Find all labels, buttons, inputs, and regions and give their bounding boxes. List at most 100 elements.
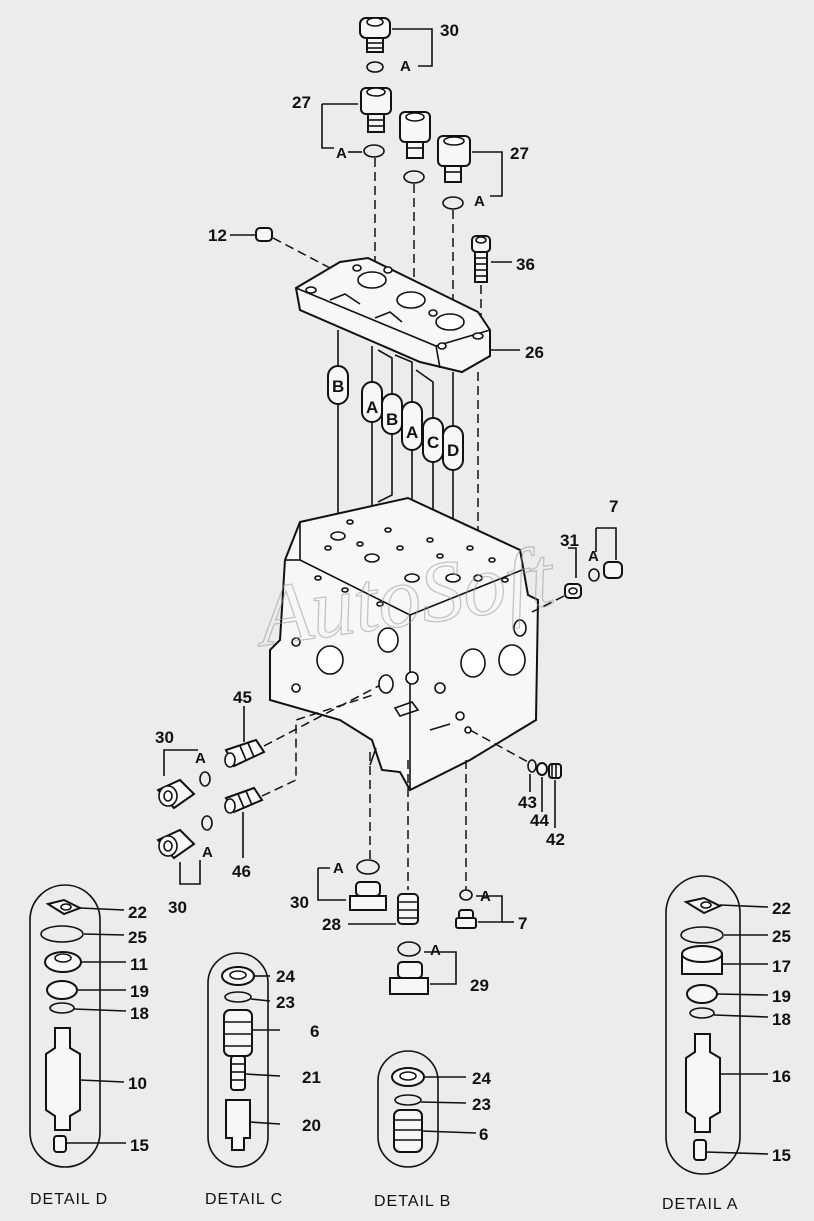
label-c-24: 24 — [276, 967, 295, 986]
capsule-label-c: C — [427, 433, 439, 452]
leader-30-top — [392, 28, 433, 67]
spool-46 — [224, 786, 264, 814]
label-c-23: 23 — [276, 993, 295, 1012]
label-46: 46 — [232, 862, 251, 881]
capsule-label-a1: A — [366, 398, 378, 417]
label-b-6: 6 — [479, 1125, 488, 1144]
label-45: 45 — [233, 688, 252, 707]
plug-7-bottom — [455, 909, 477, 929]
plug-7-right — [603, 561, 623, 579]
detail-b-group — [377, 1050, 439, 1168]
label-a-19: 19 — [772, 987, 791, 1006]
o-ring-30-left-lower — [201, 815, 213, 831]
label-d-22: 22 — [128, 903, 147, 922]
label-d-19: 19 — [130, 982, 149, 1001]
o-ring-7-bottom — [459, 889, 473, 901]
capsule-label-d: D — [447, 441, 459, 460]
label-d-15: 15 — [130, 1136, 149, 1155]
o-ring-29 — [397, 941, 421, 957]
label-30-left: 30 — [155, 728, 174, 747]
label-d-25: 25 — [128, 928, 147, 947]
plug-27-left — [360, 87, 392, 133]
label-c-21: 21 — [302, 1068, 321, 1087]
o-ring-27-right — [442, 196, 464, 210]
callout-a-8: A — [430, 942, 441, 959]
label-a-18: 18 — [772, 1010, 791, 1029]
o-ring-30-left-upper — [199, 771, 211, 787]
valve-body — [269, 496, 540, 792]
label-d-11: 11 — [130, 955, 148, 974]
callout-a-6: A — [202, 844, 213, 861]
label-30-bottom: 30 — [290, 893, 309, 912]
label-c-6: 6 — [310, 1022, 319, 1041]
o-ring-43 — [527, 759, 537, 773]
passage-connectors — [327, 330, 479, 575]
label-b-24: 24 — [472, 1069, 491, 1088]
spool-28 — [397, 893, 419, 925]
callout-a-7: A — [333, 860, 344, 877]
label-27-right: 27 — [510, 144, 529, 163]
label-a-17: 17 — [772, 957, 791, 976]
label-43: 43 — [518, 793, 537, 812]
o-ring-center — [403, 170, 425, 184]
plug-12 — [255, 227, 273, 242]
plug-27-right — [437, 135, 471, 183]
detail-d-caption: DETAIL D — [30, 1191, 108, 1208]
leader-27-right — [472, 151, 503, 197]
plug-30-left-lower — [156, 828, 196, 860]
label-42: 42 — [546, 830, 565, 849]
spool-45 — [224, 738, 266, 768]
capsule-label-b2: B — [386, 410, 398, 429]
leader-27-left — [321, 104, 334, 149]
label-d-10: 10 — [128, 1074, 147, 1093]
label-7-right: 7 — [609, 497, 618, 516]
plug-42 — [548, 763, 562, 779]
callout-a-4: A — [588, 548, 599, 565]
label-12: 12 — [208, 226, 227, 245]
label-28: 28 — [322, 915, 341, 934]
plug-31 — [564, 583, 582, 599]
callout-a-1: A — [400, 58, 411, 75]
washer-44 — [536, 762, 548, 776]
capsule-label-a2: A — [406, 423, 418, 442]
detail-a-group — [665, 875, 741, 1175]
label-a-15: 15 — [772, 1146, 791, 1165]
o-ring-30-bottom — [356, 859, 380, 875]
plug-27-center — [399, 111, 431, 159]
detail-c-group — [207, 952, 269, 1168]
bolt-36 — [471, 235, 491, 283]
callout-a-2: A — [336, 145, 347, 162]
label-a-16: 16 — [772, 1067, 791, 1086]
plug-29 — [389, 961, 429, 995]
plug-30-top — [359, 17, 391, 53]
label-d-18: 18 — [130, 1004, 149, 1023]
label-7-bottom: 7 — [518, 914, 527, 933]
label-30-top: 30 — [440, 21, 459, 40]
label-30-left-lower: 30 — [168, 898, 187, 917]
detail-c-caption: DETAIL C — [205, 1191, 283, 1208]
label-31: 31 — [560, 531, 579, 550]
label-c-20: 20 — [302, 1116, 321, 1135]
o-ring-top — [366, 61, 384, 73]
callout-a-9: A — [480, 888, 491, 905]
detail-d-group — [29, 884, 101, 1168]
capsule-label-b1: B — [332, 377, 344, 396]
label-44: 44 — [530, 811, 549, 830]
o-ring-27-left — [363, 144, 385, 158]
label-36: 36 — [516, 255, 535, 274]
label-27-left: 27 — [292, 93, 311, 112]
detail-a-caption: DETAIL A — [662, 1196, 738, 1213]
callout-a-5: A — [195, 750, 206, 767]
label-a-25: 25 — [772, 927, 791, 946]
cover-plate-26 — [294, 256, 491, 374]
o-ring-7 — [588, 568, 600, 582]
callout-a-3: A — [474, 193, 485, 210]
label-b-23: 23 — [472, 1095, 491, 1114]
label-a-22: 22 — [772, 899, 791, 918]
label-26: 26 — [525, 343, 544, 362]
detail-b-caption: DETAIL B — [374, 1193, 451, 1210]
plug-30-bottom — [349, 881, 387, 911]
label-29: 29 — [470, 976, 489, 995]
